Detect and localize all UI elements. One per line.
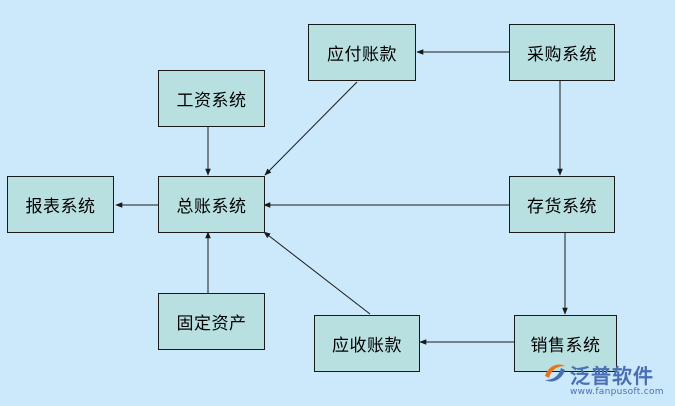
- brand-logo: 泛普软件 www.fanpusoft.com: [540, 358, 672, 404]
- node-report: 报表系统: [7, 176, 114, 233]
- brand-name: 泛普软件: [570, 364, 654, 388]
- edge-payable-to-ledger: [264, 81, 358, 176]
- brand-url: www.fanpusoft.com: [570, 387, 664, 397]
- node-purchase: 采购系统: [509, 24, 615, 81]
- node-inventory: 存货系统: [509, 176, 615, 233]
- edge-receivable-to-ledger: [263, 231, 371, 315]
- node-payable: 应付账款: [308, 24, 416, 81]
- node-ledger: 总账系统: [158, 176, 265, 233]
- node-fixed-assets: 固定资产: [158, 293, 265, 350]
- node-salary: 工资系统: [158, 70, 265, 127]
- node-sales: 销售系统: [514, 315, 617, 372]
- node-receivable: 应收账款: [314, 315, 420, 372]
- brand-mark-icon: [545, 364, 565, 382]
